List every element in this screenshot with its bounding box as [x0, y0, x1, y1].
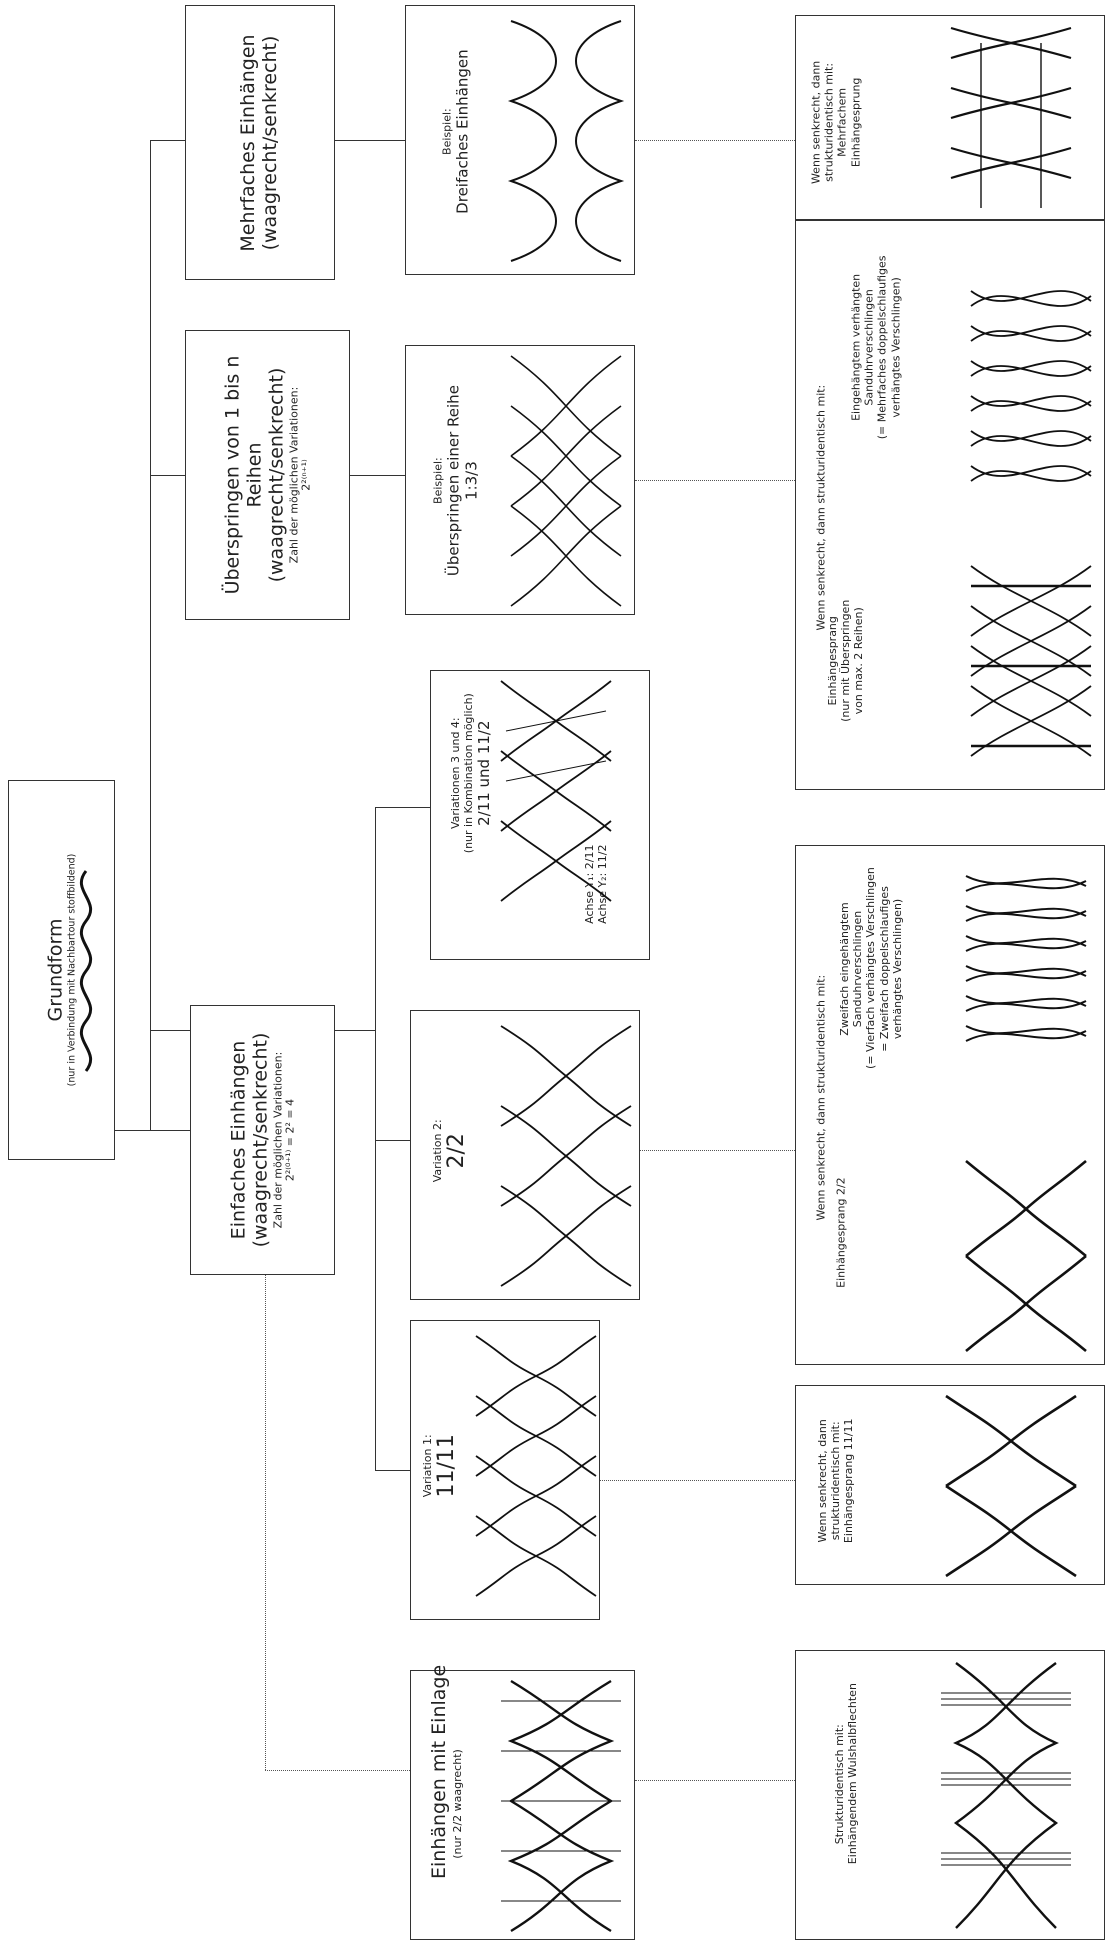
- einfach-line3: Zahl der möglichen Variationen:: [270, 1051, 284, 1229]
- mehr-title: Mehrfaches Einhängen: [237, 33, 260, 252]
- ueber-l3-l2: (nur mit Überspringen: [839, 599, 853, 722]
- var1-value: 11/11: [434, 1434, 460, 1498]
- einlage-sub: (nur 2/2 waagrecht): [450, 1749, 464, 1859]
- einlage-box: Einhängen mit Einlage (nur 2/2 waagrecht…: [410, 1664, 635, 1940]
- var2-value: 2/2: [444, 1133, 470, 1169]
- connector-var2: [375, 1140, 410, 1142]
- einlage-l3-line2: Einhängendem Wulshalbflechten: [846, 1683, 859, 1865]
- ueber-l3-l3: von max. 2 Reihen): [852, 607, 866, 715]
- var1-l3-line1: Wenn senkrecht, dann: [816, 1419, 830, 1543]
- mehr-bsp-box: Beispiel: Dreifaches Einhängen: [405, 5, 635, 275]
- var1-pattern-icon: [475, 1335, 597, 1597]
- var34-value: 2/11 und 11/2: [475, 720, 494, 826]
- connector-root-h: [115, 1130, 195, 1132]
- mehr-bsp-label: Beispiel:: [440, 108, 454, 155]
- ueber-bsp-value: Überspringen einer Reihe: [444, 385, 463, 577]
- einfach-line4: 2²⁽⁰⁺¹⁾ = 2² = 4: [283, 1098, 297, 1182]
- mehr-l3-line3: Mehrfachem: [836, 87, 849, 157]
- var34-label: Variationen 3 und 4:: [448, 717, 462, 830]
- ueber-bsp-pattern-icon: [510, 355, 622, 607]
- mehr-l3-line2: strukturidentisch mit:: [822, 62, 836, 182]
- mehr-line2: (waagrecht/senkrecht): [259, 35, 281, 250]
- dotted-var1-l3: [600, 1480, 795, 1481]
- ueber-title: Überspringen von 1 bis n: [221, 355, 244, 595]
- var1-label: Variation 1:: [421, 1434, 435, 1498]
- mehr-l3-line1: Wenn senkrecht, dann: [809, 60, 823, 185]
- ueber-bsp-value2: 1:3/3: [462, 461, 481, 500]
- var2-l3-box: Wenn senkrecht, dann strukturidentisch m…: [795, 845, 1105, 1365]
- var2-l3-left: Einhängesprang 2/2: [834, 1177, 848, 1288]
- einlage-l3-line1: Strukturidentisch mit:: [832, 1724, 846, 1845]
- einlage-title: Einhängen mit Einlage: [428, 1664, 451, 1879]
- ueber-l3-r4: verhängtes Verschlingen): [889, 277, 903, 418]
- var34-sub: (nur in Kombination möglich): [462, 693, 475, 854]
- root-box: Grundform (nur in Verbindung mit Nachbar…: [8, 780, 115, 1160]
- dotted-mehr-l3: [635, 140, 795, 141]
- var2-l3-left-pattern-icon: [965, 1160, 1087, 1352]
- dotted-var2-l3: [640, 1150, 795, 1151]
- var2-l3-r4: = Zweifach doppelschlaufiges: [877, 886, 891, 1052]
- var2-l3-header: Wenn senkrecht, dann strukturidentisch m…: [814, 974, 828, 1221]
- einlage-l3-pattern-icon: [941, 1662, 1071, 1929]
- ueber-line3: (waagrecht/senkrecht): [264, 367, 287, 583]
- connector-var1: [375, 1470, 410, 1472]
- ueber-l3-box: Wenn senkrecht, dann strukturidentisch m…: [795, 220, 1105, 790]
- connector-einlage-dotted-h: [265, 1770, 410, 1771]
- einlage-pattern-icon: [501, 1679, 621, 1933]
- ueber-l3-right-pattern-icon: [970, 290, 1092, 482]
- connector-einlage-dotted-v: [265, 1110, 266, 1770]
- var2-box: Variation 2: 2/2: [410, 1010, 640, 1300]
- mehr-l3-box: Wenn senkrecht, dann strukturidentisch m…: [795, 15, 1105, 220]
- connector-to-mehr: [150, 140, 185, 142]
- mehr-l3-line4: Einhängesprung: [849, 77, 863, 168]
- ueber-line2: Reihen: [242, 442, 265, 508]
- ueber-l3-r1: Eingehängtem verhängten: [849, 273, 863, 421]
- dotted-einlage-l3: [635, 1780, 795, 1781]
- connector-einfach-v: [375, 807, 377, 1470]
- var1-l3-line3: Einhängesprang 11/11: [842, 1418, 856, 1544]
- var2-label: Variation 2:: [431, 1119, 445, 1183]
- ueber-line5: 2²⁽ⁿ⁺¹⁾: [299, 459, 313, 491]
- einfach-line2: (waagrecht/senkrecht): [248, 1032, 271, 1248]
- var1-l3-box: Wenn senkrecht, dann strukturidentisch m…: [795, 1385, 1105, 1585]
- mehr-bsp-value: Dreifaches Einhängen: [453, 49, 472, 214]
- var2-pattern-icon: [500, 1025, 632, 1287]
- var2-l3-r5: verhängtes Verschlingen): [890, 898, 904, 1040]
- var1-box: Variation 1: 11/11: [410, 1320, 600, 1620]
- var1-l3-pattern-icon: [945, 1394, 1077, 1578]
- einfach-box: Einfaches Einhängen (waagrecht/senkrecht…: [190, 1005, 335, 1275]
- var2-l3-r2: Sanduhrverschlingen: [851, 910, 865, 1028]
- connector-var34: [375, 807, 430, 809]
- dotted-ueber-l3: [635, 480, 795, 481]
- connector-ueber-out: [350, 475, 405, 477]
- mehr-l3-pattern-icon: [950, 26, 1072, 208]
- grundform-wave-icon: [79, 870, 93, 1072]
- einfach-title: Einfaches Einhängen: [227, 1040, 250, 1240]
- ueber-l3-left-pattern-icon: [970, 565, 1092, 757]
- connector-einfach-out: [335, 1030, 375, 1032]
- var34-box: Variationen 3 und 4: (nur in Kombination…: [430, 670, 650, 960]
- connector-to-einfach: [150, 1030, 190, 1032]
- var1-l3-line2: strukturidentisch mit:: [829, 1421, 843, 1541]
- mehr-box: Mehrfaches Einhängen (waagrecht/senkrech…: [185, 5, 335, 280]
- connector-trunk-v2: [150, 1030, 152, 1130]
- connector-to-ueber: [150, 475, 185, 477]
- root-title: Grundform: [44, 918, 67, 1022]
- ueber-l3-r3: (= Mehrfaches doppelschlaufiges: [876, 255, 889, 440]
- mehr-bsp-pattern-icon: [507, 20, 625, 262]
- ueber-box: Überspringen von 1 bis n Reihen (waagrec…: [185, 330, 350, 620]
- var2-l3-r3: (= Vierfach verhängtes Verschlingen: [864, 867, 878, 1069]
- einlage-l3-box: Strukturidentisch mit: Einhängendem Wuls…: [795, 1650, 1105, 1940]
- ueber-bsp-label: Beispiel:: [431, 457, 445, 504]
- var2-l3-right-pattern-icon: [965, 875, 1087, 1042]
- ueber-bsp-box: Beispiel: Überspringen einer Reihe 1:3/3: [405, 345, 635, 615]
- ueber-l3-l1: Einhängesprang: [826, 616, 840, 706]
- ueber-l3-r2: Sanduhrverschlingen: [862, 289, 876, 406]
- connector-trunk-v: [150, 140, 152, 1040]
- var2-l3-r1: Zweifach eingehängtem: [838, 902, 852, 1036]
- var34-pattern-icon: [500, 680, 612, 902]
- connector-mehr-out: [335, 140, 405, 142]
- ueber-line4: Zahl der möglichen Variationen:: [286, 386, 300, 564]
